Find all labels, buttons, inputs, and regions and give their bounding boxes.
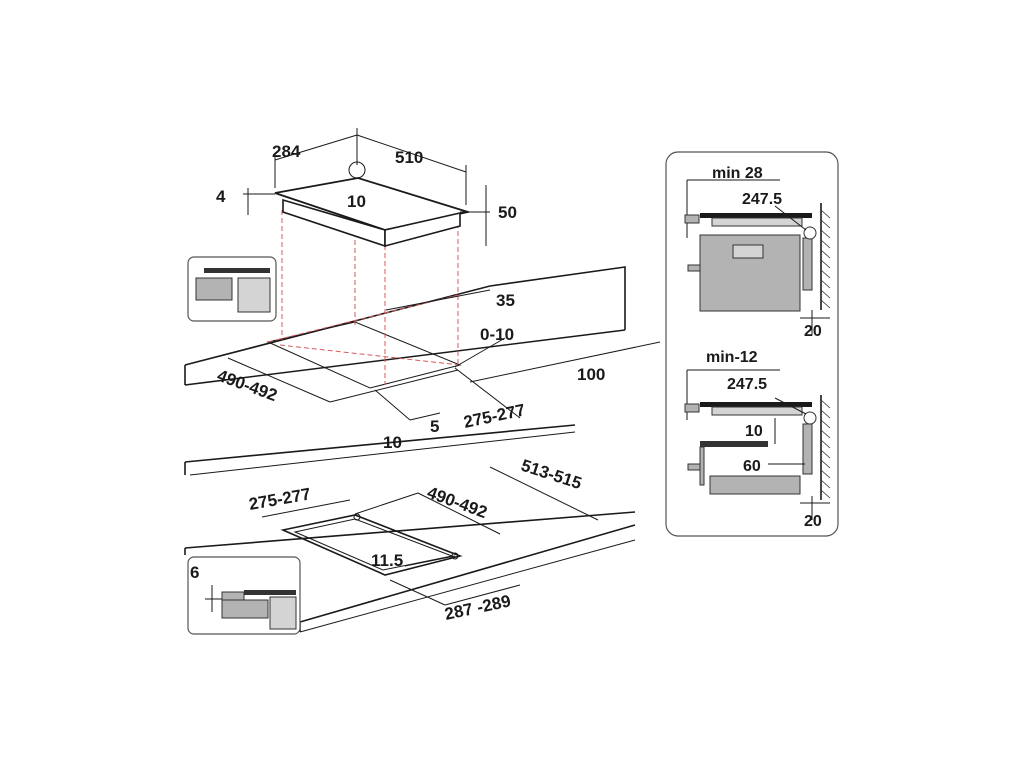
top-assembly: 284 510 4 10 50 35 0-10 100 490-492 10 5… — [184, 128, 661, 476]
dim-490-492-bottom: 490-492 — [425, 483, 490, 522]
dim-10-top: 10 — [347, 192, 366, 211]
dim-284: 284 — [272, 142, 301, 161]
worktop2-lower-line — [299, 539, 636, 633]
worktop-top-edge — [184, 266, 626, 366]
upper-section: min 28 247.5 20 — [684, 165, 831, 340]
worktop-lower-edge — [184, 424, 576, 463]
label-min-12: min-12 — [706, 349, 758, 366]
worktop2-top-edge — [184, 511, 636, 549]
detail-panel-top — [187, 256, 277, 322]
dim-513-515: 513-515 — [519, 456, 584, 493]
dim-275-277: 275-277 — [462, 400, 527, 432]
dim-20-upper: 20 — [804, 323, 822, 340]
dim-490-492: 490-492 — [215, 366, 280, 405]
dim-4: 4 — [216, 187, 226, 206]
label-min-28: min 28 — [712, 165, 763, 182]
top-dimension-lines — [227, 128, 661, 421]
dim-510: 510 — [395, 148, 423, 167]
dim-247-5-lower: 247.5 — [727, 376, 767, 393]
dim-20-lower: 20 — [804, 513, 822, 530]
worktop-lower-line — [189, 431, 576, 476]
worktop-front-edge — [184, 329, 626, 386]
cutout2-outer — [280, 514, 463, 576]
dim-60: 60 — [743, 458, 761, 475]
dim-50: 50 — [498, 203, 517, 222]
hob-body-right — [384, 211, 461, 248]
dim-100: 100 — [577, 365, 605, 384]
corner-marker — [451, 552, 459, 560]
lower-section: min-12 247.5 10 60 20 — [684, 349, 831, 530]
worktop2-front-edge — [299, 524, 636, 623]
detail-panel-bottom: 6 — [187, 556, 301, 635]
dim-0-10: 0-10 — [480, 325, 514, 344]
projection-guides — [267, 210, 461, 385]
dim-35: 35 — [496, 291, 515, 310]
dim-10-bottom: 10 — [383, 433, 402, 452]
dim-247-5-upper: 247.5 — [742, 191, 782, 208]
side-section-panel: min 28 247.5 20 — [665, 151, 839, 537]
dim-11-5: 11.5 — [371, 551, 403, 570]
bottom-dimension-lines — [261, 466, 599, 606]
corner-marker — [353, 513, 361, 521]
dim-10-lower: 10 — [745, 423, 763, 440]
dim-6: 6 — [190, 563, 199, 582]
cutout-outline — [266, 321, 462, 389]
dim-5: 5 — [430, 417, 439, 436]
